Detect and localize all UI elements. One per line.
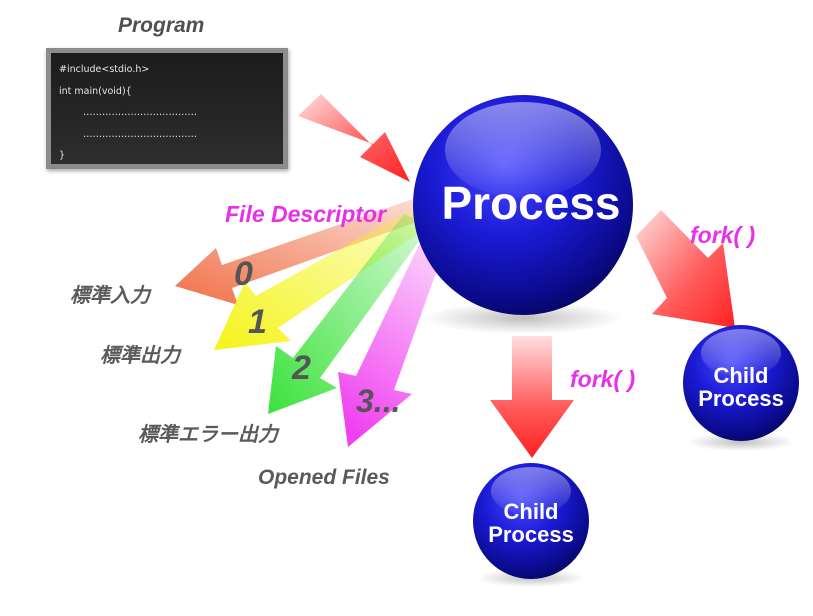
stream-label-stdout: 標準出力 xyxy=(100,345,180,367)
fork-arrow-right xyxy=(636,210,735,328)
code-line-1: #include<stdio.h> xyxy=(59,64,150,75)
code-line-3: ……………………………… xyxy=(83,107,197,118)
child-sphere-right-shadow xyxy=(687,433,795,451)
fork-arrow-bottom xyxy=(490,336,574,458)
code-line-5: } xyxy=(59,150,66,161)
fd-number-3: 3... xyxy=(356,383,400,419)
code-line-4: ……………………………… xyxy=(83,128,197,140)
child-label-right-line2: Process xyxy=(698,386,784,411)
fd-arrow-3 xyxy=(338,222,452,447)
child-label-bottom-line1: Child xyxy=(504,499,559,524)
process-label: Process xyxy=(441,177,620,229)
process-sphere-gloss xyxy=(445,102,601,198)
program-code-box: #include<stdio.h> int main(void){ ………………… xyxy=(46,48,288,169)
program-to-process-arrow xyxy=(298,94,410,182)
child-sphere-right-gloss xyxy=(701,329,781,377)
fd-number-1: 1 xyxy=(248,303,267,341)
code-line-2: int main(void){ xyxy=(59,85,132,97)
fork-label-bottom: fork( ) xyxy=(570,366,636,392)
stream-label-stderr: 標準エラー出力 xyxy=(138,424,278,446)
fd-number-0: 0 xyxy=(234,255,253,293)
stream-label-stdin: 標準入力 xyxy=(70,285,150,307)
file-descriptor-title: File Descriptor xyxy=(225,201,387,227)
child-label-bottom-line2: Process xyxy=(488,522,574,547)
fork-label-right: fork( ) xyxy=(690,222,756,248)
program-code: #include<stdio.h> int main(void){ ………………… xyxy=(51,53,283,164)
fd-arrow-0 xyxy=(175,196,436,305)
stream-label-opened-files: Opened Files xyxy=(258,466,390,489)
program-title: Program xyxy=(118,14,205,37)
child-sphere-bottom-gloss xyxy=(491,467,571,515)
fd-arrow-1 xyxy=(214,210,432,350)
fd-arrow-2 xyxy=(268,214,430,414)
child-label-right-line1: Child xyxy=(714,363,769,388)
process-sphere-shadow xyxy=(423,302,623,334)
fd-number-2: 2 xyxy=(291,349,311,387)
